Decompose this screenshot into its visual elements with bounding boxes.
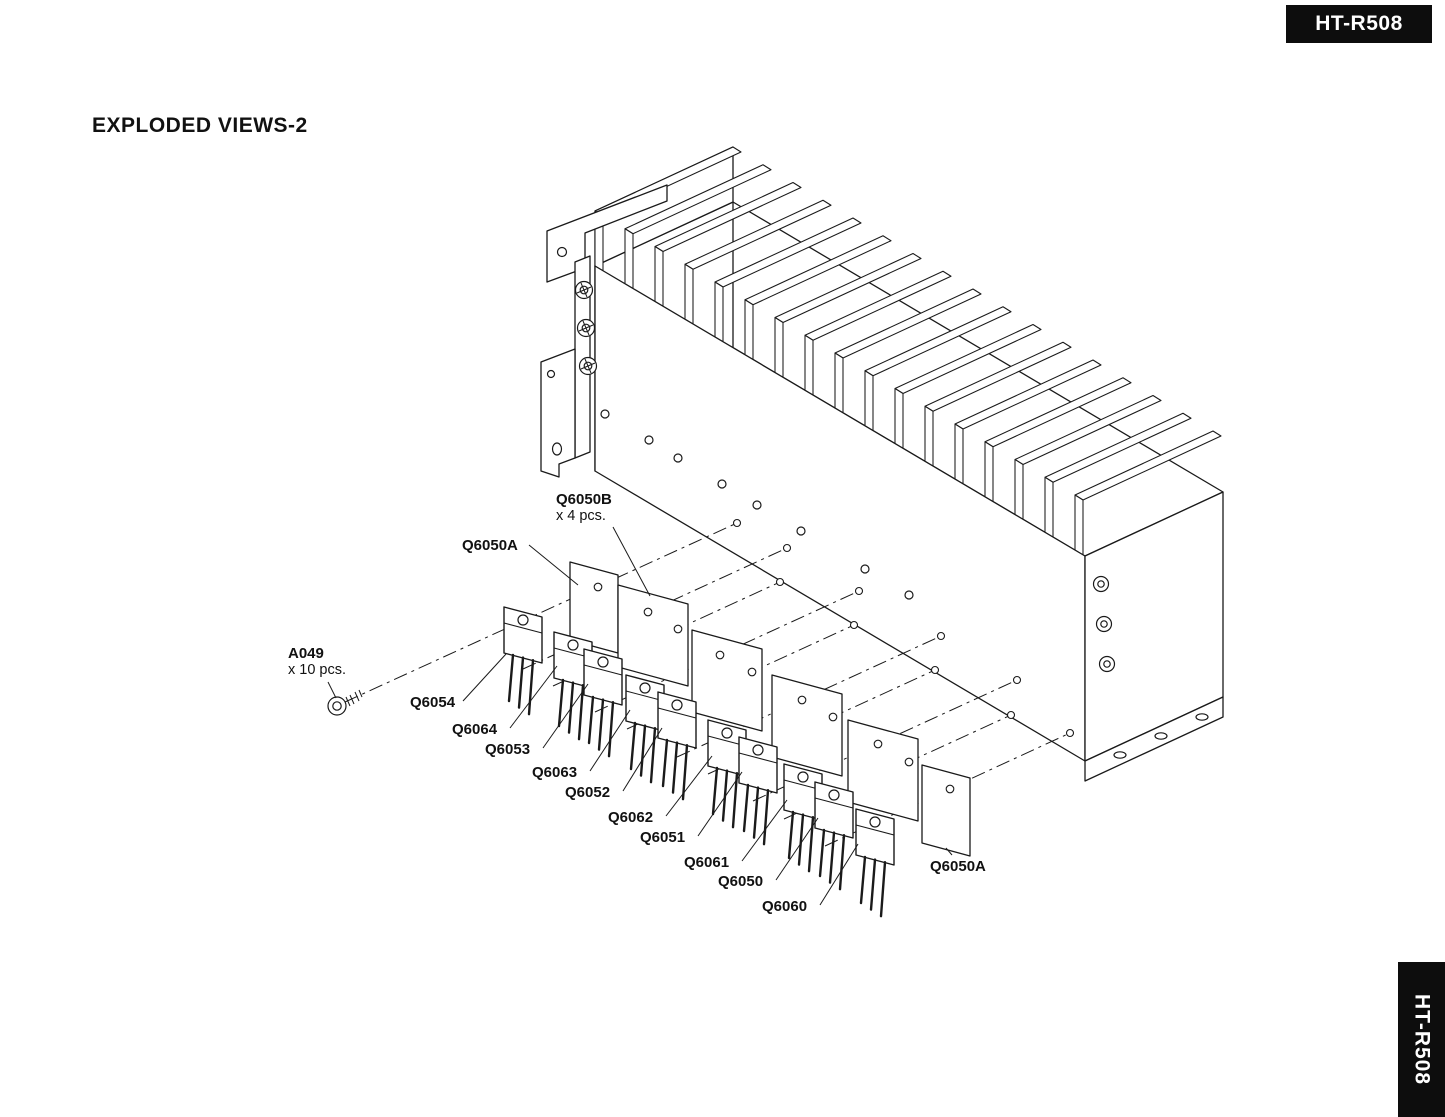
transistor-package (707, 719, 747, 829)
part-ref: Q6052 (565, 784, 611, 801)
part-ref: Q6053 (485, 741, 531, 758)
model-badge-side: HT-R508 (1398, 962, 1445, 1117)
label-q6052: Q6052 (565, 784, 610, 801)
part-ref: Q6060 (762, 898, 808, 915)
part-ref: Q6051 (640, 829, 686, 846)
label-q6062: Q6062 (608, 809, 653, 826)
label-q6054: Q6054 (410, 694, 455, 711)
label-leader-lines (327, 526, 953, 906)
label-q6051: Q6051 (640, 829, 685, 846)
model-badge-side-text: HT-R508 (1410, 993, 1434, 1086)
part-qty: x 10 pcs. (288, 662, 347, 678)
transistor-package (657, 691, 697, 801)
transistor-package (738, 736, 778, 846)
mounting-bracket-tab (546, 184, 668, 283)
part-ref: Q6050A (930, 858, 986, 875)
label-q6060: Q6060 (762, 898, 807, 915)
fasteners (327, 280, 598, 716)
mounting-bracket-foot (540, 348, 576, 478)
heatsink-bottom-flange (1084, 696, 1224, 782)
model-badge-top: HT-R508 (1286, 5, 1432, 43)
label-q6050a-right: Q6050A (930, 858, 986, 875)
transistor-package (583, 648, 623, 758)
part-ref: Q6064 (452, 721, 498, 738)
label-q6064: Q6064 (452, 721, 497, 738)
part-ref: Q6062 (608, 809, 654, 826)
transistor-package (855, 808, 895, 918)
screw-a049 (327, 689, 363, 716)
heatsink (540, 146, 1224, 782)
label-q6050: Q6050 (718, 873, 763, 890)
insulator-pads (569, 561, 971, 857)
bracket-hole (556, 246, 568, 258)
bracket-hole (546, 369, 556, 379)
part-qty: x 4 pcs. (556, 508, 606, 524)
heatsink-face-holes (600, 409, 914, 600)
insulator-pad-q6050a (921, 764, 971, 857)
label-q6061: Q6061 (684, 854, 729, 871)
insulator-pad-q6050b (847, 719, 919, 822)
transistor-packages (503, 606, 895, 918)
part-ref: Q6050 (718, 873, 764, 890)
part-ref: A049 (288, 645, 324, 662)
transistor-package (503, 606, 543, 716)
bracket-hole (551, 442, 563, 456)
bracket-screw (578, 356, 598, 376)
bracket-screw (576, 318, 596, 338)
label-a049: A049 x 10 pcs. (288, 645, 346, 679)
page-title: EXPLODED VIEWS-2 (92, 114, 308, 137)
part-ref: Q6063 (532, 764, 578, 781)
part-ref: Q6061 (684, 854, 730, 871)
part-ref: Q6050B (556, 491, 612, 508)
heatsink-end-and-flange-holes (1092, 575, 1209, 759)
part-ref: Q6050A (462, 537, 518, 554)
transistor-package (814, 781, 854, 891)
bracket-screw (574, 280, 594, 300)
model-badge-top-text: HT-R508 (1315, 12, 1403, 35)
insulator-pad-q6050b (771, 674, 843, 777)
transistor-package (625, 674, 665, 784)
part-ref: Q6054 (410, 694, 456, 711)
label-q6050b: Q6050B x 4 pcs. (556, 491, 612, 525)
insulator-pad-q6050b (691, 629, 763, 732)
transistor-package (783, 763, 823, 873)
heatsink-fins (594, 146, 1222, 556)
label-q6063: Q6063 (532, 764, 577, 781)
label-q6053: Q6053 (485, 741, 530, 758)
label-q6050a-left: Q6050A (462, 537, 518, 554)
insulator-pad-q6050b (617, 584, 689, 687)
